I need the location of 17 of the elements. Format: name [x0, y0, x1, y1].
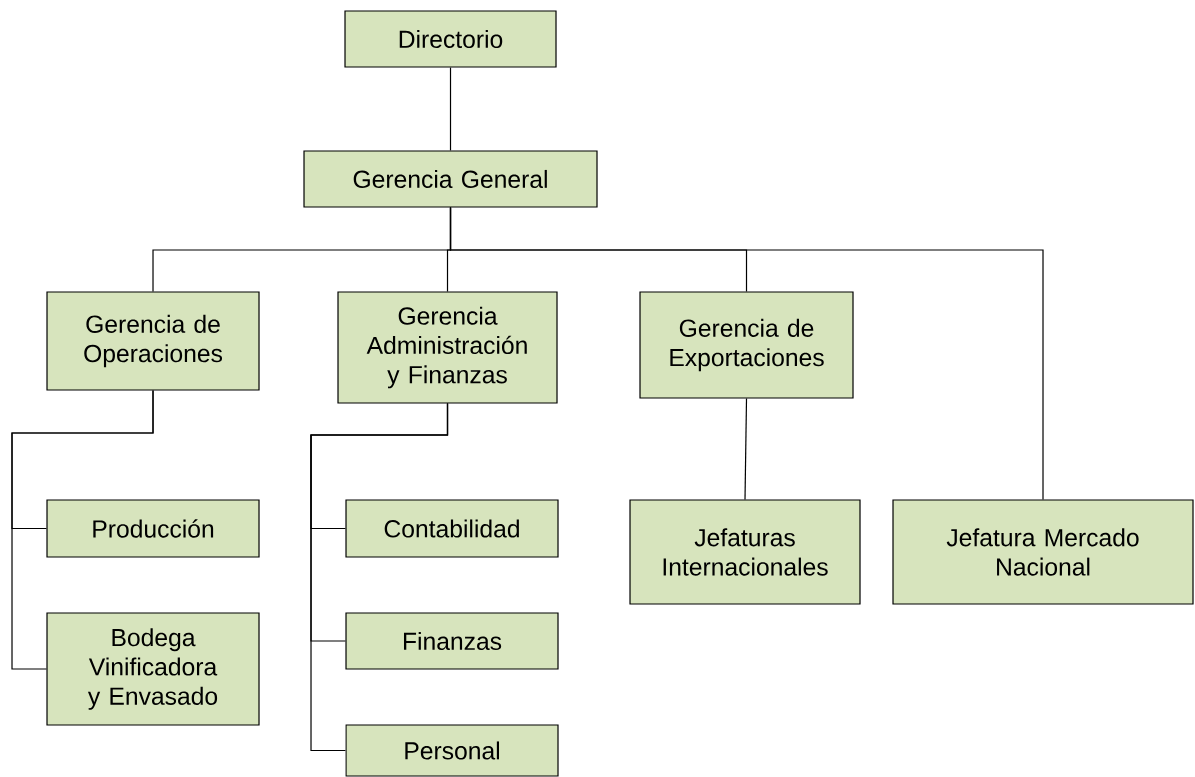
org-box: Gerencia de Exportaciones [639, 291, 854, 399]
connector-line [449, 67, 452, 151]
org-box: Jefatura Mercado Nacional [892, 499, 1194, 605]
connector-line [11, 390, 154, 670]
org-box: Gerencia Administración y Finanzas [337, 291, 558, 404]
org-box: Jefaturas Internacionales [629, 499, 861, 605]
org-box: Bodega Vinificadora y Envasado [46, 612, 260, 726]
org-box: Producción [46, 499, 260, 558]
connector-line [310, 403, 449, 752]
org-box: Gerencia de Operaciones [46, 291, 260, 391]
org-box: Finanzas [345, 612, 559, 670]
connector-line [744, 398, 748, 500]
org-box: Contabilidad [345, 499, 559, 558]
connector-line [449, 207, 1044, 500]
org-box: Directorio [344, 10, 557, 68]
org-box: Personal [345, 724, 559, 777]
org-box: Gerencia General [303, 150, 598, 208]
